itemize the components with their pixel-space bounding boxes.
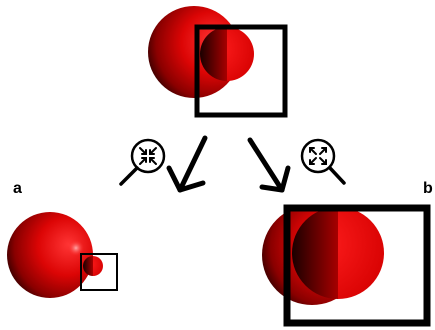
- zoom-out-magnifier-icon: [121, 140, 164, 184]
- panel-label-a: a: [13, 180, 22, 197]
- inner-sphere: [200, 27, 254, 81]
- arrow-to-b: [250, 140, 288, 190]
- top-original-view: [148, 6, 285, 115]
- inner-sphere-a: [83, 256, 103, 276]
- panel-a-zoomed-out: [7, 212, 117, 298]
- inner-sphere-b: [292, 207, 384, 299]
- panel-label-b: b: [423, 180, 433, 197]
- arrow-to-a: [169, 138, 205, 190]
- panel-b-zoomed-in: [262, 205, 427, 323]
- zoom-in-magnifier-icon: [302, 140, 344, 183]
